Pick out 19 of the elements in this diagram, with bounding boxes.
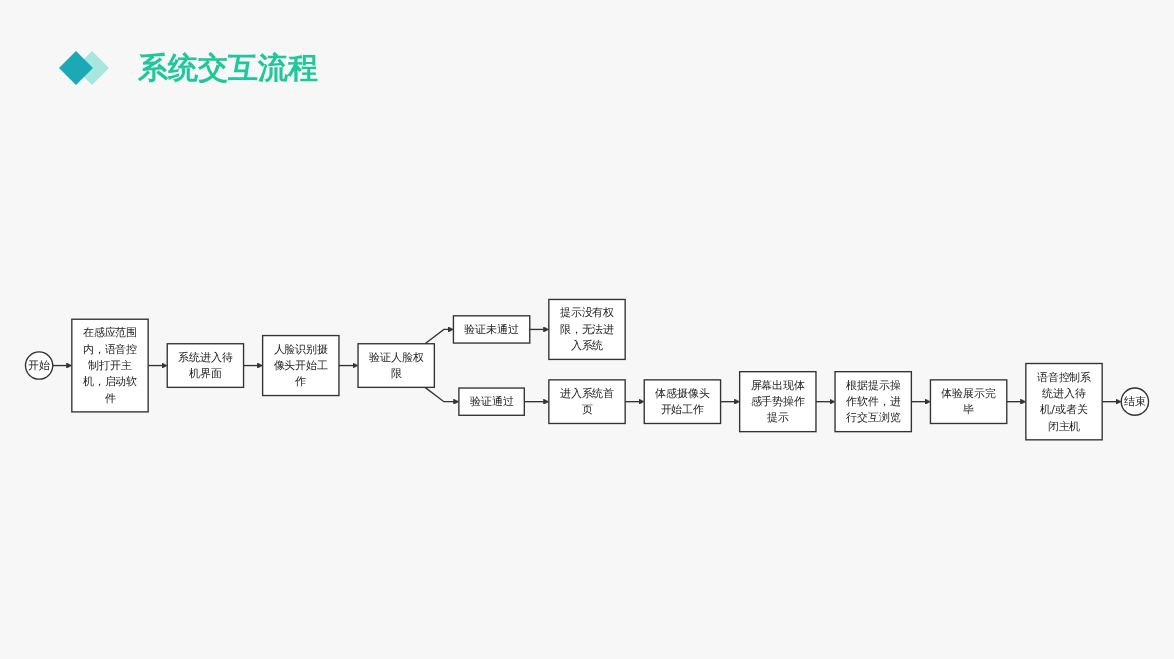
node-box: 验证未通过 — [452, 315, 531, 345]
node-box: 进入系统首页 — [548, 379, 626, 425]
arrow — [815, 399, 836, 406]
node-box: 提示没有权限，无法进入系统 — [548, 299, 626, 361]
node-circle: 开始 — [24, 351, 54, 381]
node-box: 验证人脸权限 — [357, 343, 436, 389]
node-box: 语音控制系统进入待机/或者关闭主机 — [1025, 363, 1103, 441]
node-box: 系统进入待机界面 — [166, 343, 245, 389]
node-box: 根据提示操作软件，进行交互浏览 — [834, 371, 913, 433]
node-box: 在感应范围内，语音控制打开主机，启动软件 — [71, 318, 149, 413]
arrow — [338, 362, 359, 369]
node-box: 体感摄像头开始工作 — [643, 379, 722, 425]
arrow — [424, 326, 454, 345]
node-box: 验证通过 — [458, 387, 525, 417]
node-box: 人脸识别摄像头开始工作 — [261, 335, 340, 397]
node-circle: 结束 — [1120, 387, 1150, 417]
node-box: 体验展示完毕 — [929, 379, 1008, 425]
node-box: 屏幕出现体感手势操作提示 — [738, 371, 817, 433]
title: 系统交互流程 — [138, 49, 318, 87]
